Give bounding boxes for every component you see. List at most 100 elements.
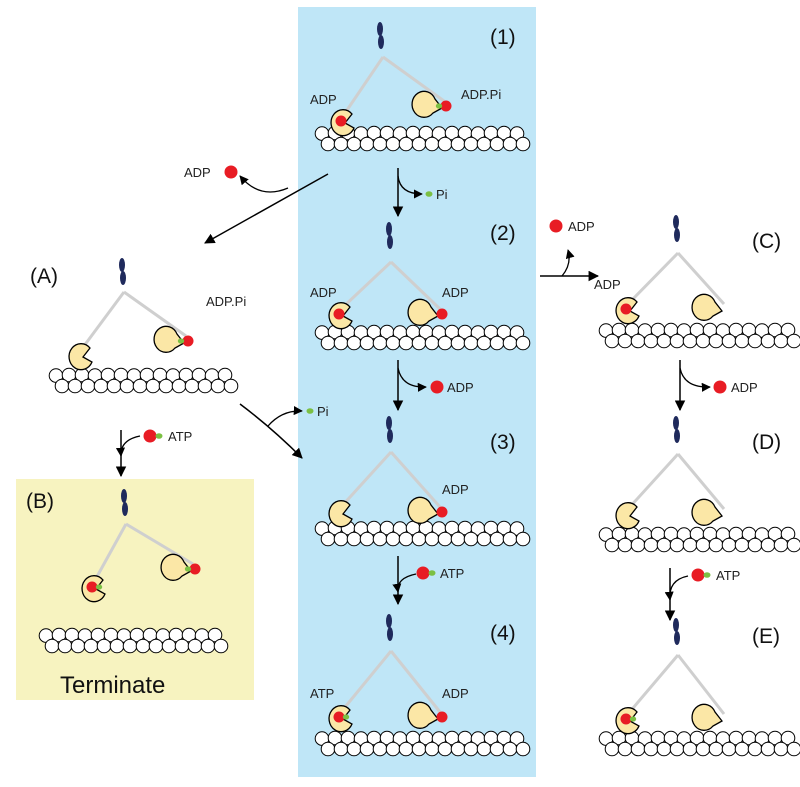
pi-bound-icon xyxy=(184,566,192,572)
head-label-A-right: ADP.Pi xyxy=(206,294,246,309)
transition-label: Pi xyxy=(436,187,448,202)
actin-subunit xyxy=(734,333,750,349)
actin-subunit xyxy=(747,537,763,553)
motif-state-A xyxy=(48,258,239,394)
actin-subunit xyxy=(604,333,620,349)
left-lever xyxy=(79,291,126,351)
actin-subunit xyxy=(83,638,99,654)
head-label-2-left: ADP xyxy=(310,285,337,300)
lever-arm-top xyxy=(386,614,392,628)
actin-subunit xyxy=(760,333,776,349)
lever-arm-top xyxy=(386,416,392,430)
actin-subunit xyxy=(424,741,440,757)
actin-subunit xyxy=(450,136,466,152)
actin-subunit xyxy=(786,333,800,349)
actin-subunit xyxy=(489,531,505,547)
actin-subunit xyxy=(617,741,633,757)
arrow-1-to-A xyxy=(204,173,329,244)
transition-label: ATP xyxy=(168,429,192,444)
head-label-1-right: ADP.Pi xyxy=(461,87,501,102)
actin-subunit xyxy=(489,136,505,152)
motif-state-E xyxy=(598,618,800,757)
actin-subunit xyxy=(411,136,427,152)
pi-bound-icon xyxy=(95,584,103,590)
actin-subunit xyxy=(780,730,796,746)
motor-head xyxy=(160,553,192,581)
pi-released-icon xyxy=(306,408,314,414)
state-label-A: (A) xyxy=(30,265,58,288)
left-lever xyxy=(626,452,680,511)
lever-arm-top xyxy=(119,258,125,272)
actin-subunit xyxy=(786,741,800,757)
lever-arm-bottom xyxy=(120,271,126,285)
actin-subunit xyxy=(93,378,109,394)
actin-subunit xyxy=(773,741,789,757)
right-lever xyxy=(125,522,194,566)
actin-subunit xyxy=(682,537,698,553)
actin-subunit xyxy=(333,531,349,547)
right-lever xyxy=(389,650,442,713)
actin-subunit xyxy=(656,537,672,553)
motor-head xyxy=(407,496,439,524)
state-labels: (1) (2) (3) (4) (A) (B) (C) (D) (E) xyxy=(26,26,781,648)
actin-subunit xyxy=(333,136,349,152)
right-lever xyxy=(676,251,726,306)
actin-subunit xyxy=(174,638,190,654)
motor-head xyxy=(407,701,439,729)
actin-subunit xyxy=(398,741,414,757)
state-label-B: (B) xyxy=(26,490,54,513)
actin-subunit xyxy=(669,741,685,757)
bind-atp-3-4 xyxy=(392,573,417,593)
actin-subunit xyxy=(372,531,388,547)
release-pi-1-2 xyxy=(397,175,423,199)
actin-subunit xyxy=(411,335,427,351)
actin-subunit xyxy=(333,741,349,757)
adp-bound-icon xyxy=(436,711,448,723)
release-adp-1-A xyxy=(239,175,289,193)
actin-subunit xyxy=(708,741,724,757)
actin-subunit xyxy=(450,741,466,757)
transition-label: ADP xyxy=(731,380,758,395)
actin-subunit xyxy=(184,378,200,394)
actin-subunit xyxy=(122,638,138,654)
actin-subunit xyxy=(346,531,362,547)
adp-bound-icon xyxy=(436,308,448,320)
motor-head xyxy=(691,293,723,321)
actin-subunit xyxy=(721,741,737,757)
adp-released-icon xyxy=(713,380,727,394)
adp-bound-icon xyxy=(440,100,452,112)
head-label-C-left: ADP xyxy=(594,277,621,292)
actin-subunit xyxy=(502,335,518,351)
motif-state-D xyxy=(598,416,800,553)
actin-subunit xyxy=(398,335,414,351)
atp-bound-icon xyxy=(416,566,430,580)
pi-bound-icon xyxy=(177,338,185,344)
actin-subunit xyxy=(502,531,518,547)
actin-subunit xyxy=(424,531,440,547)
actin-subunit xyxy=(158,378,174,394)
atp-bound-icon xyxy=(620,713,632,725)
actin-subunit xyxy=(708,333,724,349)
actin-subunit xyxy=(630,537,646,553)
transition-label: Pi xyxy=(317,404,329,419)
actin-subunit xyxy=(207,627,223,643)
actin-subunit xyxy=(161,638,177,654)
actin-subunit xyxy=(515,335,531,351)
head-label-2-right: ADP xyxy=(442,285,469,300)
motor-head xyxy=(411,90,443,118)
actin-subunit xyxy=(682,741,698,757)
atp-bound-icon xyxy=(189,563,201,575)
actin-subunit xyxy=(643,741,659,757)
adp-released-icon xyxy=(549,219,563,233)
lever-arm-bottom xyxy=(122,502,128,516)
actin-subunit xyxy=(437,136,453,152)
actin-subunit xyxy=(773,333,789,349)
actin-subunit xyxy=(210,378,226,394)
pi-bound-icon xyxy=(435,103,443,109)
lever-arm-bottom xyxy=(674,429,680,443)
actin-subunit xyxy=(476,335,492,351)
adp-bound-icon xyxy=(436,506,448,518)
lever-arm-top xyxy=(121,489,127,503)
actin-subunit xyxy=(346,136,362,152)
actin-subunit xyxy=(54,378,70,394)
